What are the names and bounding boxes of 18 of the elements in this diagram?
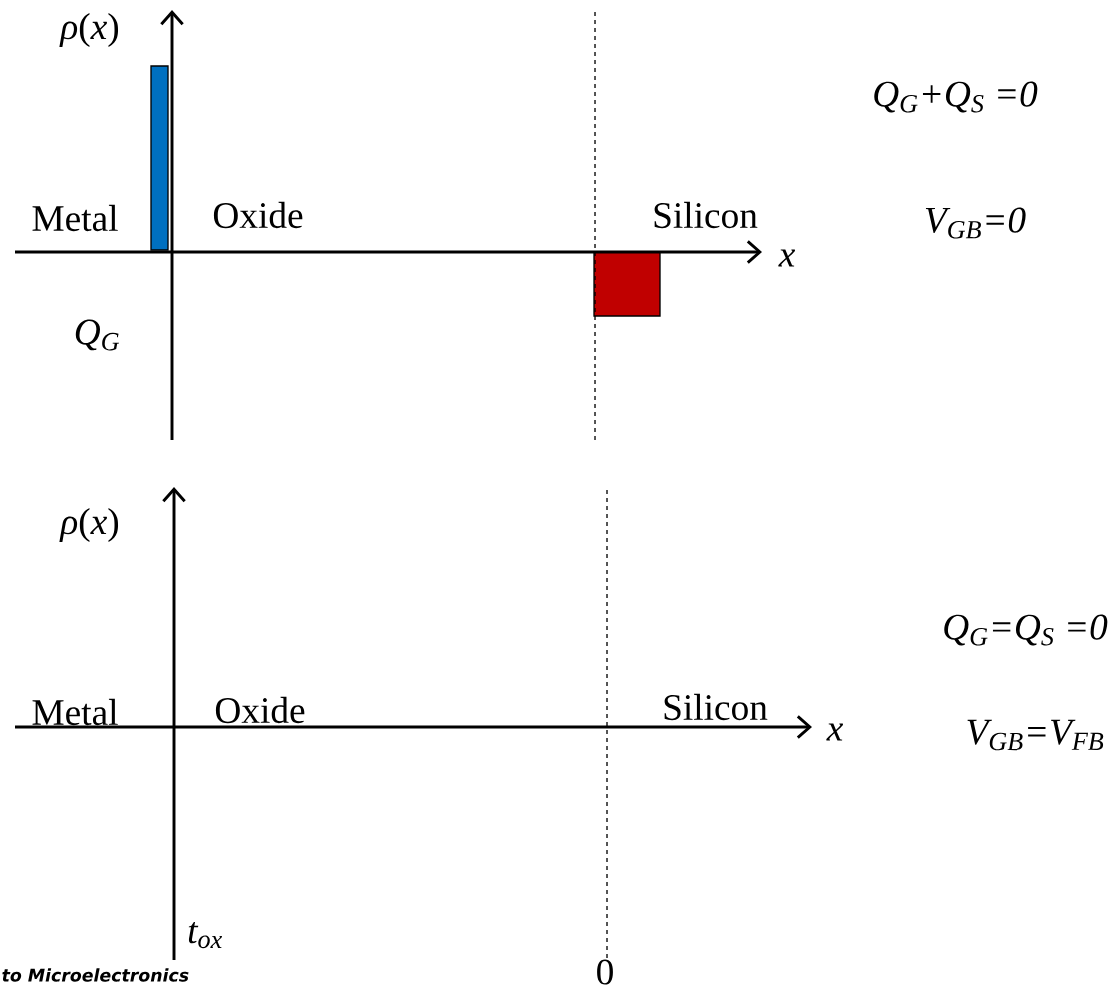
equation: V$_{GB}$=V$_{FB}$	[967, 719, 1104, 751]
axis-label: x	[778, 249, 795, 267]
region-label: Oxide	[213, 201, 303, 229]
equation: Q$_{G}$=Q$_{S}$ =0	[944, 614, 1108, 646]
region-label: Silicon	[654, 201, 758, 229]
region-label: Metal	[32, 204, 118, 232]
tick-label: 0	[597, 959, 613, 985]
footer-text: to Microelectronics	[2, 968, 189, 982]
equation: Q$_{G}$+Q$_{S}$ =0	[874, 81, 1038, 113]
tick-label: t$_{ox}$	[188, 921, 222, 949]
axis-label: x	[826, 723, 843, 741]
axis-label: ρ(x)	[59, 508, 119, 542]
region-label: Metal	[32, 698, 118, 726]
charge-label: Q$_{G}$	[75, 319, 120, 351]
region-label: Silicon	[664, 693, 768, 721]
equation: V$_{GB}$=0	[925, 207, 1026, 239]
axis-label: ρ(x)	[59, 13, 119, 47]
region-label: Oxide	[215, 696, 305, 724]
